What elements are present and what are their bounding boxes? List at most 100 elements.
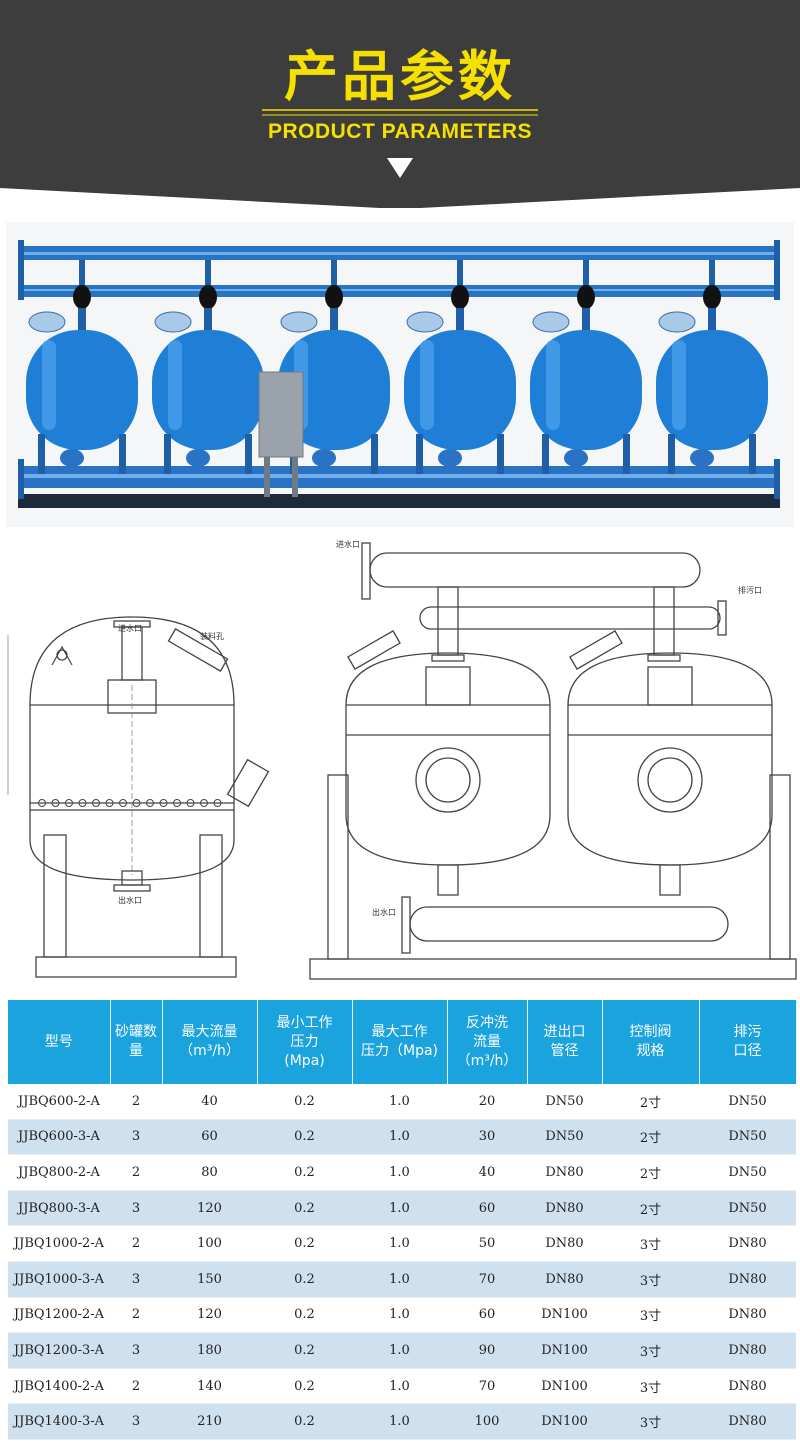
table-cell: 3寸 (602, 1332, 699, 1369)
column-header-line: (Mpa) (284, 1052, 325, 1069)
nozzle (51, 799, 60, 807)
column-header: 砂罐数量 (110, 1000, 163, 1084)
table-cell: 3 (110, 1190, 162, 1227)
nozzle (173, 799, 181, 807)
table-cell: 70 (447, 1368, 527, 1405)
outlet-label: 出水口 (372, 907, 396, 917)
table-cell: 2寸 (602, 1190, 699, 1227)
nozzle (38, 799, 46, 807)
table-cell: 1.0 (352, 1332, 447, 1369)
column-header-line: （m³/h） (456, 1052, 518, 1069)
table-cell: 100 (447, 1403, 527, 1440)
table-cell: 2 (110, 1297, 162, 1334)
table-cell: 30 (447, 1119, 527, 1156)
table-cell: 0.2 (257, 1403, 352, 1440)
table-cell: DN80 (527, 1225, 602, 1262)
table-cell: 0.2 (257, 1225, 352, 1262)
model-cell: JJBQ1200-2-A (8, 1297, 110, 1334)
model-cell: JJBQ800-3-A (8, 1190, 110, 1227)
column-header-line: 控制阀 (629, 1024, 672, 1040)
drain-label: 排污口 (738, 585, 762, 595)
table-cell: DN80 (699, 1261, 796, 1298)
table-cell: DN50 (699, 1119, 796, 1156)
column-header-line: 流量 (473, 1033, 501, 1050)
column-header-line: 最大工作 (371, 1024, 428, 1040)
manhole-label: 装料孔 (200, 631, 224, 641)
double-tank-drawing: 进水口 排污口 出水口 (309, 539, 797, 980)
model-cell: JJBQ1000-3-A (8, 1261, 110, 1298)
nozzle (132, 799, 141, 807)
table-cell: DN100 (527, 1332, 602, 1369)
table-cell: 3寸 (602, 1403, 699, 1440)
model-cell: JJBQ1400-3-A (8, 1403, 110, 1440)
table-cell: DN100 (527, 1403, 602, 1440)
table-cell: 1.0 (352, 1119, 447, 1156)
column-header: 型号 (8, 1000, 111, 1084)
nozzle (105, 799, 114, 807)
table-cell: 3寸 (602, 1225, 699, 1262)
table-cell: 3寸 (602, 1368, 699, 1405)
column-header: 进出口管径 (527, 1000, 603, 1084)
table-cell: 120 (162, 1190, 257, 1227)
model-cell: JJBQ1000-2-A (8, 1225, 110, 1262)
table-cell: 3 (110, 1403, 162, 1440)
nozzle (119, 799, 127, 807)
table-cell: 40 (447, 1154, 527, 1191)
table-cell: 0.2 (257, 1119, 352, 1156)
table-cell: DN80 (527, 1261, 602, 1298)
nozzle (159, 799, 168, 807)
table-cell: 1.0 (352, 1225, 447, 1262)
column-header: 控制阀规格 (602, 1000, 700, 1084)
column-header-line: 规格 (636, 1043, 665, 1059)
table-cell: 2 (110, 1225, 162, 1262)
chevron-down-icon (387, 158, 413, 178)
table-cell: 140 (162, 1368, 257, 1405)
model-cell: JJBQ800-2-A (8, 1154, 110, 1191)
table-cell: 0.2 (257, 1368, 352, 1405)
table-cell: 60 (447, 1297, 527, 1334)
table-cell: 1.0 (352, 1154, 447, 1191)
table-cell: 0.2 (257, 1261, 352, 1298)
nozzle (213, 799, 222, 807)
table-cell: DN80 (527, 1154, 602, 1191)
table-cell: 2寸 (602, 1084, 699, 1120)
table-cell: 0.2 (257, 1084, 352, 1120)
table-cell: DN80 (527, 1190, 602, 1227)
column-header: 最小工作压力(Mpa) (257, 1000, 353, 1084)
column-header: 最大流量（m³/h） (162, 1000, 258, 1084)
table-cell: 150 (162, 1261, 257, 1298)
table-cell: 60 (162, 1119, 257, 1156)
table-cell: DN50 (527, 1119, 602, 1156)
table-cell: DN50 (699, 1190, 796, 1227)
table-cell: DN50 (699, 1084, 796, 1120)
table-cell: DN80 (699, 1403, 796, 1440)
table-cell: 40 (162, 1084, 257, 1120)
column-header-line: 型号 (44, 1033, 73, 1050)
table-cell: DN80 (699, 1332, 796, 1369)
table-cell: 2 (110, 1154, 162, 1191)
sand-tank (404, 260, 516, 474)
column-header: 排污口径 (699, 1000, 797, 1084)
sand-tank (26, 260, 138, 474)
product-photo (6, 222, 794, 527)
table-cell: 3 (110, 1332, 162, 1369)
model-cell: JJBQ1200-3-A (8, 1332, 110, 1369)
table-cell: 0.2 (257, 1332, 352, 1369)
model-cell: JJBQ1400-2-A (8, 1368, 110, 1405)
column-header-line: 最大流量 (181, 1024, 238, 1040)
table-cell: 90 (447, 1332, 527, 1369)
sand-tank (656, 260, 768, 474)
table-cell: 1.0 (352, 1084, 447, 1120)
sand-tank (152, 260, 264, 474)
table-cell: 1.0 (352, 1368, 447, 1405)
column-header-line: 反冲洗 (466, 1014, 508, 1031)
nozzle (78, 799, 87, 807)
table-cell: DN100 (527, 1368, 602, 1405)
table-cell: 0.2 (257, 1297, 352, 1334)
